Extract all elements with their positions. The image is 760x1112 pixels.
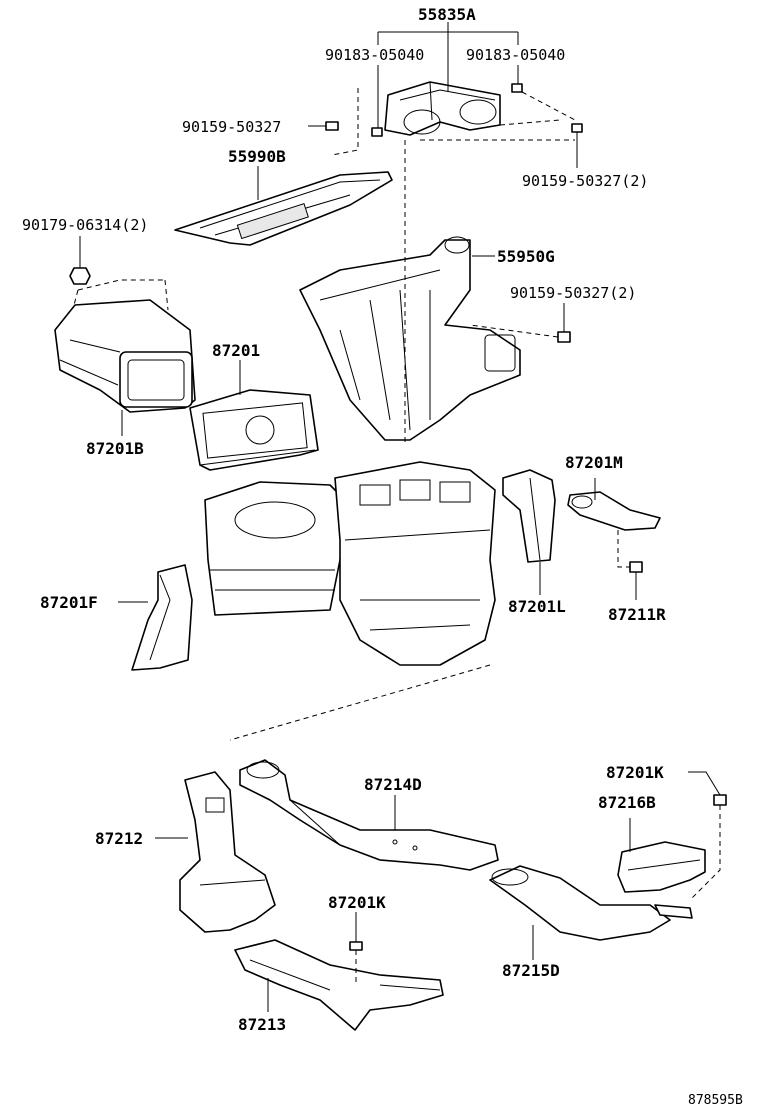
label-87215D: 87215D <box>502 961 560 980</box>
label-90183-05040-left: 90183-05040 <box>325 46 424 64</box>
part-87212-duct[interactable] <box>179 771 276 933</box>
part-55990B-panel[interactable] <box>174 171 393 246</box>
label-87201L: 87201L <box>508 597 566 616</box>
part-87214D-duct[interactable] <box>239 759 499 871</box>
screw-icon[interactable] <box>308 121 583 168</box>
label-87214D: 87214D <box>364 775 422 794</box>
diagram-code: 878595B <box>688 1093 743 1108</box>
label-87201: 87201 <box>212 341 260 360</box>
label-55950G: 55950G <box>497 247 555 266</box>
part-87201-filter-box[interactable] <box>189 389 319 471</box>
label-90159-50327-top-left: 90159-50327 <box>182 118 281 136</box>
screw-icon[interactable] <box>629 561 643 573</box>
part-55835A-duct[interactable] <box>384 81 501 136</box>
part-87201F-duct[interactable] <box>131 564 193 671</box>
label-90179-06314: 90179-06314(2) <box>22 216 148 234</box>
part-87201B-duct[interactable] <box>54 299 196 413</box>
part-87215D-duct[interactable] <box>489 865 671 941</box>
label-87201M: 87201M <box>565 453 623 472</box>
screw-icon[interactable] <box>557 303 571 343</box>
clip-icon[interactable] <box>371 83 523 137</box>
part-87216B-bracket[interactable] <box>617 841 706 919</box>
part-87201M-duct[interactable] <box>567 491 661 531</box>
label-87213: 87213 <box>238 1015 286 1034</box>
label-87201F: 87201F <box>40 593 98 612</box>
part-87213-duct[interactable] <box>234 939 444 1031</box>
nut-icon[interactable] <box>69 267 91 285</box>
label-90159-50327-top-right: 90159-50327(2) <box>522 172 648 190</box>
screw-icon[interactable] <box>713 794 727 806</box>
label-87201B: 87201B <box>86 439 144 458</box>
label-90183-05040-right: 90183-05040 <box>466 46 565 64</box>
label-87212: 87212 <box>95 829 143 848</box>
label-87201K-mid: 87201K <box>328 893 386 912</box>
part-heater-unit <box>204 461 496 666</box>
label-55990B: 55990B <box>228 147 286 166</box>
screw-icon[interactable] <box>349 941 363 951</box>
label-87211R: 87211R <box>608 605 666 624</box>
label-87216B: 87216B <box>598 793 656 812</box>
label-87201K-right: 87201K <box>606 763 664 782</box>
label-90159-50327-mid: 90159-50327(2) <box>510 284 636 302</box>
part-87201L-duct[interactable] <box>502 469 556 563</box>
label-55835A: 55835A <box>418 5 476 24</box>
part-55950G-duct[interactable] <box>299 236 521 441</box>
